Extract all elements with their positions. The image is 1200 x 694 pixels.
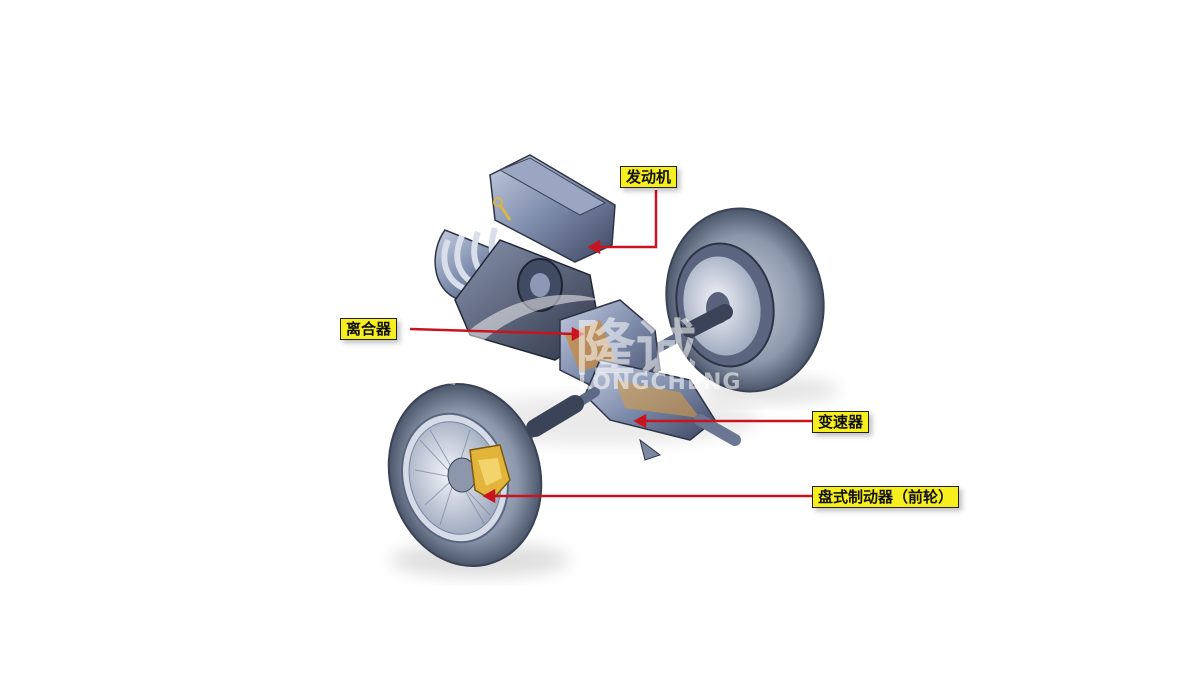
right-drive-shaft bbox=[645, 304, 733, 357]
label-disc-brake: 盘式制动器（前轮） bbox=[812, 486, 960, 508]
label-engine: 发动机 bbox=[620, 166, 678, 188]
label-transmission: 变速器 bbox=[812, 411, 870, 433]
right-wheel bbox=[665, 207, 825, 393]
label-clutch: 离合器 bbox=[340, 318, 398, 340]
front-left-wheel bbox=[387, 383, 543, 567]
leader-line-clutch bbox=[409, 326, 585, 342]
watermark-logo bbox=[430, 294, 600, 385]
leader-line-transmission bbox=[633, 413, 812, 429]
engine-illustration bbox=[434, 154, 616, 361]
leader-line-engine bbox=[587, 190, 658, 255]
leader-line-disc-brake bbox=[482, 488, 812, 504]
leader-lines bbox=[409, 190, 812, 504]
left-drive-shaft bbox=[515, 387, 600, 445]
